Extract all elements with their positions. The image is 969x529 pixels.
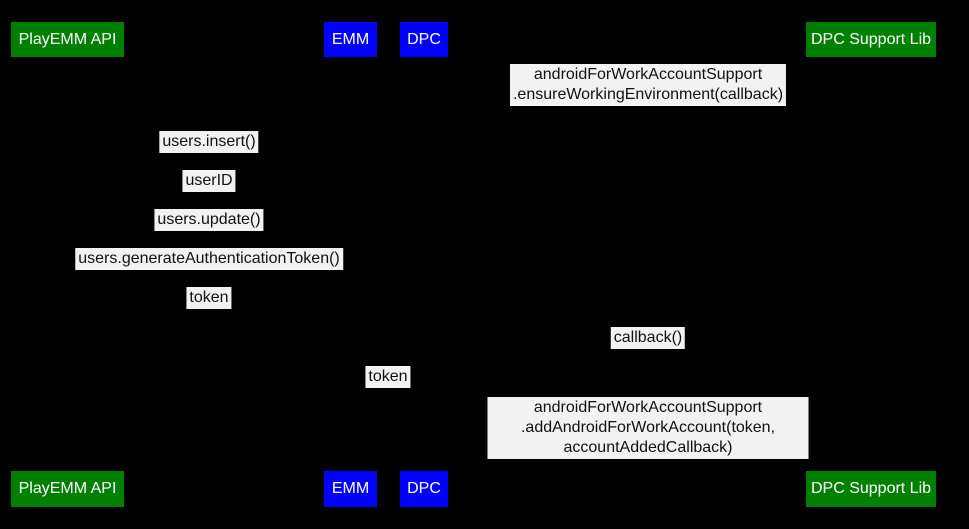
- message-users-insert: users.insert(): [159, 131, 259, 153]
- actor-playemm-api-bottom: PlayEMM API: [11, 471, 124, 507]
- message-callback: callback(): [610, 327, 686, 349]
- message-token-forward: token: [365, 366, 411, 388]
- message-user-id: userID: [182, 170, 236, 192]
- actor-emm-top: EMM: [324, 22, 377, 57]
- actor-dpc-top: DPC: [400, 22, 448, 57]
- actor-dpc-support-lib-bottom: DPC Support Lib: [806, 471, 936, 507]
- actor-emm-bottom: EMM: [324, 471, 377, 507]
- message-add-android-for-work-account: androidForWorkAccountSupport .addAndroid…: [487, 397, 809, 459]
- message-users-update: users.update(): [154, 209, 264, 231]
- message-ensure-working-environment: androidForWorkAccountSupport .ensureWork…: [509, 64, 787, 106]
- actor-dpc-support-lib-top: DPC Support Lib: [806, 22, 936, 57]
- message-token-response: token: [186, 287, 232, 309]
- actor-playemm-api-top: PlayEMM API: [11, 22, 124, 57]
- message-users-generate-authentication-token: users.generateAuthenticationToken(): [75, 248, 343, 270]
- actor-dpc-bottom: DPC: [400, 471, 448, 507]
